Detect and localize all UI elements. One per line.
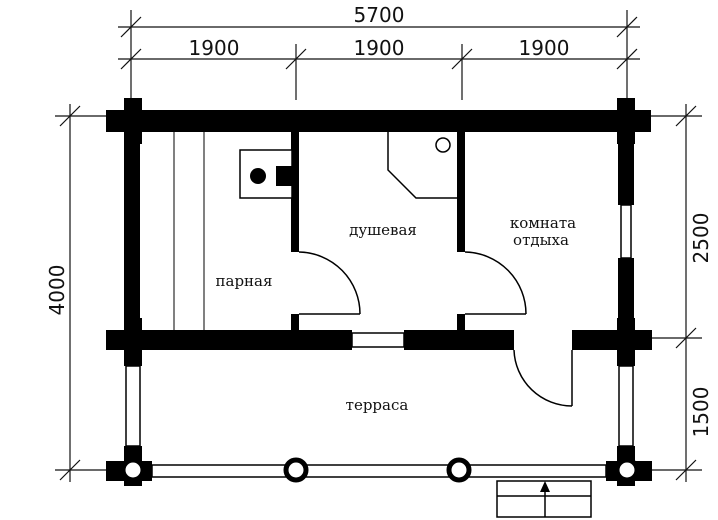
- arrow-up-icon: [540, 481, 550, 517]
- label-steam-room: парная: [216, 272, 273, 290]
- terrace-posts: [120, 457, 640, 483]
- door-swings: [298, 251, 573, 407]
- dim-segment-3: 1900: [519, 36, 570, 60]
- label-terrace: терраса: [346, 396, 409, 414]
- label-rest-room-2: отдыха: [513, 231, 569, 249]
- stove-icon: [239, 149, 293, 199]
- dim-right-upper: 2500: [689, 213, 713, 264]
- label-shower: душевая: [349, 221, 417, 239]
- dim-overall-depth: 4000: [45, 265, 69, 316]
- window-right: [620, 204, 632, 259]
- drain-icon: [435, 137, 451, 153]
- dim-right-lower: 1500: [689, 387, 713, 438]
- interior-partitions: [291, 130, 465, 332]
- dim-overall-width: 5700: [354, 3, 405, 27]
- dimension-lines: [55, 10, 702, 482]
- dim-segment-1: 1900: [189, 36, 240, 60]
- exterior-walls: [106, 98, 652, 486]
- entrance-stairs: [496, 480, 592, 518]
- window-middle: [351, 332, 405, 348]
- terrace-railings: [125, 365, 634, 478]
- label-rest-room-1: комната: [510, 214, 576, 232]
- shower-cabin: [387, 130, 457, 199]
- dim-segment-2: 1900: [354, 36, 405, 60]
- steam-room-benches: [173, 130, 205, 330]
